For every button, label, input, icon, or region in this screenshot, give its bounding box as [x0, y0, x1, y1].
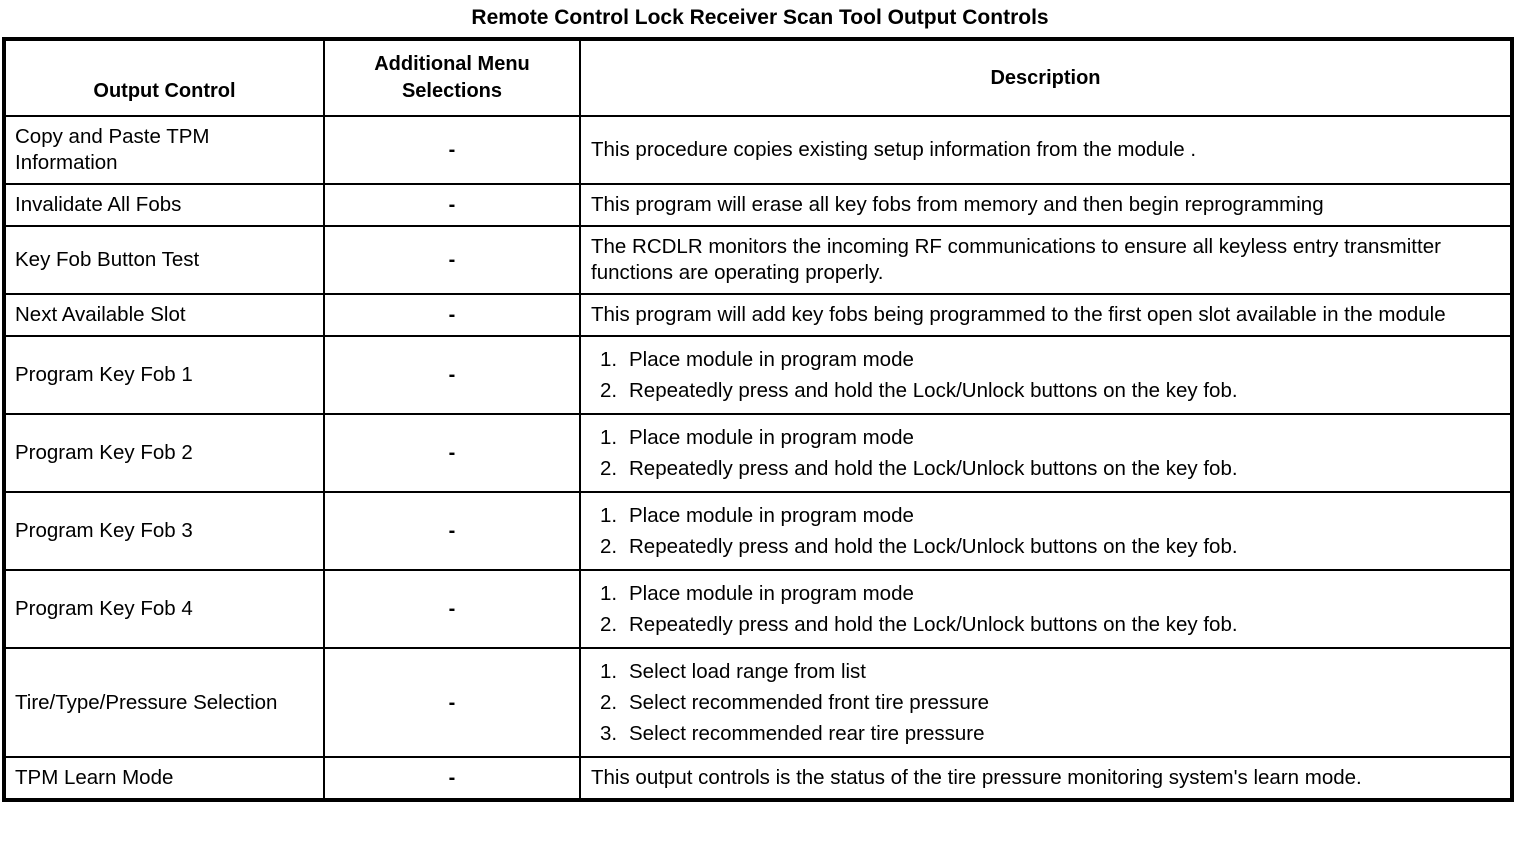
table-row: Invalidate All Fobs-This program will er… — [3, 183, 1513, 227]
description-step-item: 3. Select recommended rear tire pressure — [591, 718, 1502, 749]
step-number: 1. — [600, 582, 618, 605]
step-number: 2. — [600, 613, 618, 636]
cell-description: This program will erase all key fobs fro… — [579, 183, 1513, 227]
cell-output-control: Program Key Fob 2 — [3, 413, 325, 493]
description-step-item: 1. Place module in program mode — [591, 500, 1502, 531]
cell-description: The RCDLR monitors the incoming RF commu… — [579, 225, 1513, 295]
description-step-list: 1. Place module in program mode 2. Repeated… — [591, 422, 1502, 484]
step-text: Select load range from list — [629, 660, 867, 683]
table-row: Program Key Fob 2-1. Place module in prog… — [3, 413, 1513, 493]
description-step-item: 2. Repeatedly press and hold the Lock/Unl… — [591, 453, 1502, 484]
description-step-item: 1. Select load range from list — [591, 656, 1502, 687]
cell-description: This program will add key fobs being pro… — [579, 293, 1513, 337]
table-row: Tire/Type/Pressure Selection-1. Select lo… — [3, 647, 1513, 758]
cell-additional-menu-selection: - — [323, 335, 581, 415]
step-text: Place module in program mode — [629, 504, 914, 527]
table-row: Next Available Slot-This program will ad… — [3, 293, 1513, 337]
description-step-item: 2. Repeatedly press and hold the Lock/Unl… — [591, 531, 1502, 562]
table-header-row: Output Control Additional Menu Selection… — [3, 38, 1513, 117]
table-row: Program Key Fob 1-1. Place module in prog… — [3, 335, 1513, 415]
cell-output-control: Program Key Fob 4 — [3, 569, 325, 649]
column-header-additional-menu-line1: Additional Menu — [374, 53, 530, 75]
step-number: 2. — [600, 535, 618, 558]
step-number: 2. — [600, 691, 618, 714]
table-row: Key Fob Button Test-The RCDLR monitors t… — [3, 225, 1513, 295]
description-text: This program will add key fobs being pro… — [591, 303, 1446, 326]
step-number: 2. — [600, 457, 618, 480]
description-step-list: 1. Select load range from list 2. Select re… — [591, 656, 1502, 749]
cell-output-control: TPM Learn Mode — [3, 756, 325, 801]
step-text: Select recommended front tire pressure — [629, 691, 990, 714]
step-number: 1. — [600, 504, 618, 527]
cell-additional-menu-selection: - — [323, 647, 581, 758]
description-text: This output controls is the status of th… — [591, 766, 1362, 789]
description-step-list: 1. Place module in program mode 2. Repeated… — [591, 344, 1502, 406]
description-text: This procedure copies existing setup inf… — [591, 138, 1197, 161]
cell-additional-menu-selection: - — [323, 183, 581, 227]
step-text: Place module in program mode — [629, 426, 914, 449]
cell-description: 1. Place module in program mode 2. Repeated… — [579, 413, 1513, 493]
cell-additional-menu-selection: - — [323, 491, 581, 571]
cell-additional-menu-selection: - — [323, 756, 581, 801]
step-text: Place module in program mode — [629, 348, 914, 371]
description-step-item: 1. Place module in program mode — [591, 422, 1502, 453]
step-number: 1. — [600, 660, 618, 683]
step-number: 1. — [600, 426, 618, 449]
description-step-item: 1. Place module in program mode — [591, 344, 1502, 375]
cell-additional-menu-selection: - — [323, 413, 581, 493]
cell-additional-menu-selection: - — [323, 293, 581, 337]
step-text: Repeatedly press and hold the Lock/Unloc… — [629, 613, 1238, 636]
cell-output-control: Tire/Type/Pressure Selection — [3, 647, 325, 758]
description-text: This program will erase all key fobs fro… — [591, 193, 1324, 216]
step-text: Repeatedly press and hold the Lock/Unloc… — [629, 535, 1238, 558]
page-title: Remote Control Lock Receiver Scan Tool O… — [471, 6, 1049, 29]
description-text: The RCDLR monitors the incoming RF commu… — [591, 235, 1441, 284]
table-row: TPM Learn Mode-This output controls is t… — [3, 756, 1513, 801]
cell-description: This output controls is the status of th… — [579, 756, 1513, 801]
cell-output-control: Invalidate All Fobs — [3, 183, 325, 227]
description-step-item: 2. Repeatedly press and hold the Lock/Unl… — [591, 609, 1502, 640]
description-step-item: 1. Place module in program mode — [591, 578, 1502, 609]
step-text: Repeatedly press and hold the Lock/Unloc… — [629, 457, 1238, 480]
cell-description: This procedure copies existing setup inf… — [579, 115, 1513, 185]
step-text: Select recommended rear tire pressure — [629, 722, 985, 745]
description-step-item: 2. Select recommended front tire pressure — [591, 687, 1502, 718]
table-header: Output Control Additional Menu Selection… — [3, 38, 1513, 117]
step-number: 3. — [600, 722, 618, 745]
step-text: Repeatedly press and hold the Lock/Unloc… — [629, 379, 1238, 402]
cell-output-control: Next Available Slot — [3, 293, 325, 337]
cell-output-control: Program Key Fob 1 — [3, 335, 325, 415]
cell-additional-menu-selection: - — [323, 115, 581, 185]
cell-description: 1. Place module in program mode 2. Repeated… — [579, 335, 1513, 415]
table-row: Copy and Paste TPM Information-This proc… — [3, 115, 1513, 185]
column-header-output-control: Output Control — [3, 38, 325, 117]
table-row: Program Key Fob 4-1. Place module in prog… — [3, 569, 1513, 649]
step-number: 2. — [600, 379, 618, 402]
description-step-item: 2. Repeatedly press and hold the Lock/Unl… — [591, 375, 1502, 406]
description-step-list: 1. Place module in program mode 2. Repeated… — [591, 578, 1502, 640]
cell-additional-menu-selection: - — [323, 225, 581, 295]
table-row: Program Key Fob 3-1. Place module in prog… — [3, 491, 1513, 571]
description-step-list: 1. Place module in program mode 2. Repeated… — [591, 500, 1502, 562]
cell-output-control: Copy and Paste TPM Information — [3, 115, 325, 185]
column-header-description: Description — [579, 38, 1513, 117]
cell-output-control: Program Key Fob 3 — [3, 491, 325, 571]
cell-description: 1. Place module in program mode 2. Repeated… — [579, 569, 1513, 649]
cell-description: 1. Place module in program mode 2. Repeated… — [579, 491, 1513, 571]
column-header-additional-menu-selections: Additional Menu Selections — [323, 38, 581, 117]
output-controls-table: Output Control Additional Menu Selection… — [2, 37, 1514, 802]
step-text: Place module in program mode — [629, 582, 914, 605]
table-body: Copy and Paste TPM Information-This proc… — [3, 115, 1513, 801]
step-number: 1. — [600, 348, 618, 371]
cell-description: 1. Select load range from list 2. Select re… — [579, 647, 1513, 758]
column-header-additional-menu-line2: Selections — [401, 80, 503, 102]
cell-additional-menu-selection: - — [323, 569, 581, 649]
cell-output-control: Key Fob Button Test — [3, 225, 325, 295]
